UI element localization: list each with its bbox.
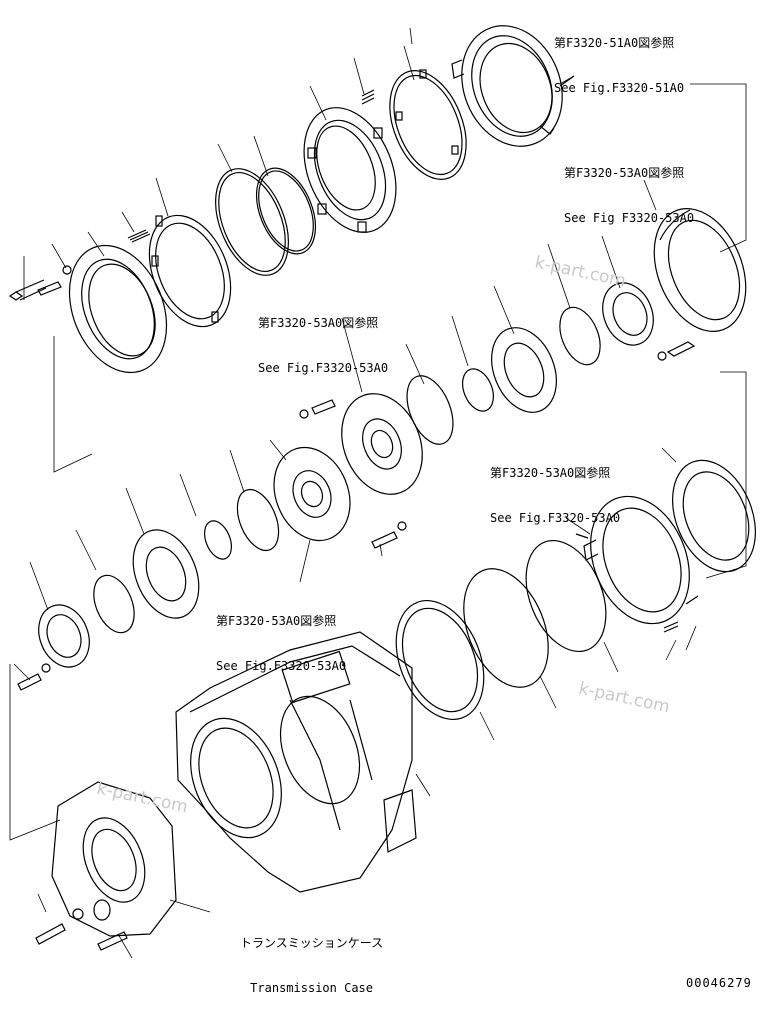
toothed-ring bbox=[389, 69, 467, 180]
transmission-case-label-jp: トランスミッションケース bbox=[240, 936, 384, 950]
bolt-hub-upper bbox=[311, 399, 336, 415]
transmission-case-label: トランスミッションケース Transmission Case bbox=[240, 906, 383, 1011]
snap-ring-8 bbox=[93, 574, 135, 634]
washer-cover bbox=[72, 908, 84, 920]
spring-upper-1 bbox=[127, 229, 151, 243]
bolt-hub-lower bbox=[371, 531, 398, 549]
snap-ring-3 bbox=[559, 306, 601, 366]
clutch-plate-1 bbox=[148, 214, 232, 328]
transmission-case-label-en: Transmission Case bbox=[250, 981, 373, 995]
washer-upper-left bbox=[62, 265, 72, 275]
snap-ring-1 bbox=[215, 168, 289, 276]
reference-note-2-jp: 第F3320-53A0図参照 bbox=[564, 166, 685, 180]
snap-ring-5 bbox=[406, 375, 454, 445]
clutch-plate-lower bbox=[395, 599, 485, 721]
reference-note-5: 第F3320-53A0図参照 See Fig.F3320-53A0 bbox=[216, 584, 346, 689]
leader-lines bbox=[13, 27, 697, 959]
bearing-assembly bbox=[602, 282, 654, 346]
reference-note-4-jp: 第F3320-53A0図参照 bbox=[490, 466, 611, 480]
reference-note-2: 第F3320-53A0図参照 See Fig F3320-53A0 bbox=[564, 136, 694, 241]
drum-right-lower bbox=[672, 459, 756, 573]
washer-hub-lower bbox=[397, 521, 407, 531]
washer-right bbox=[657, 351, 667, 361]
piston-lower bbox=[132, 529, 200, 619]
seal-ring-2 bbox=[463, 568, 549, 688]
reference-note-2-en: See Fig F3320-53A0 bbox=[564, 211, 695, 225]
bolt-upper-left bbox=[8, 279, 47, 301]
reference-note-5-jp: 第F3320-53A0図参照 bbox=[216, 614, 337, 628]
pin-right-lower bbox=[685, 595, 699, 605]
pin-upper-left bbox=[37, 281, 62, 296]
transmission-case bbox=[175, 631, 417, 893]
snap-ring-2 bbox=[255, 167, 317, 255]
pin-right-middle bbox=[575, 533, 589, 539]
bearing-lower bbox=[38, 604, 90, 668]
reference-note-3-jp: 第F3320-53A0図参照 bbox=[258, 316, 379, 330]
bolt-right bbox=[666, 341, 696, 357]
retainer-upper bbox=[303, 107, 397, 233]
spring-right bbox=[663, 621, 679, 633]
snap-ring-2-inner bbox=[258, 170, 314, 252]
seal-ring-1 bbox=[525, 539, 607, 653]
reference-note-3: 第F3320-53A0図参照 See Fig.F3320-53A0 bbox=[258, 286, 388, 391]
reference-note-1-jp: 第F3320-51A0図参照 bbox=[554, 36, 675, 50]
flange-plate bbox=[68, 244, 168, 374]
snap-ring-7 bbox=[203, 520, 233, 560]
snap-ring-1-inner bbox=[218, 171, 286, 273]
bolt-cover-2 bbox=[97, 931, 128, 951]
reference-note-5-en: See Fig.F3320-53A0 bbox=[216, 659, 347, 673]
reference-note-1-en: See Fig.F3320-51A0 bbox=[554, 81, 685, 95]
hub-assembly-lower bbox=[273, 446, 351, 542]
snap-ring-6 bbox=[236, 488, 280, 552]
front-cover bbox=[51, 781, 177, 937]
piston-plate bbox=[491, 327, 557, 413]
snap-ring-4 bbox=[462, 368, 494, 412]
bolt-lower-left bbox=[17, 673, 42, 691]
reference-note-4: 第F3320-53A0図参照 See Fig.F3320-53A0 bbox=[490, 436, 620, 541]
hub-assembly-upper bbox=[341, 393, 423, 495]
washer-hub-upper bbox=[299, 409, 309, 419]
drawing-code: 00046279 bbox=[686, 976, 752, 990]
reference-note-3-en: See Fig.F3320-53A0 bbox=[258, 361, 389, 375]
bolt-cover-1 bbox=[35, 923, 66, 945]
clutch-drum-right bbox=[653, 208, 747, 332]
group-connectors bbox=[9, 83, 747, 841]
reference-note-4-en: See Fig.F3320-53A0 bbox=[490, 511, 621, 525]
reference-note-1: 第F3320-51A0図参照 See Fig.F3320-51A0 bbox=[554, 6, 684, 111]
clutch-housing-top bbox=[451, 25, 563, 147]
washer-lower-left bbox=[41, 663, 51, 673]
spring-upper-2 bbox=[361, 89, 375, 105]
